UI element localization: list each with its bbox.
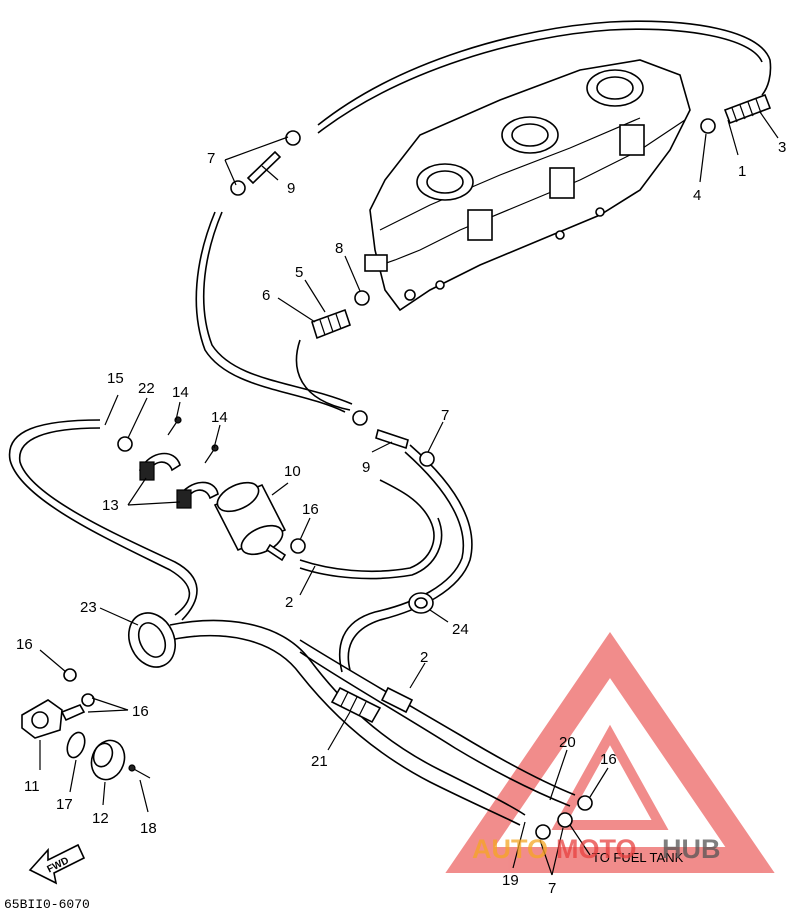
- callout-11: 11: [24, 778, 40, 795]
- callout-22: 22: [138, 380, 155, 397]
- screw-14: [167, 416, 219, 464]
- callout-10: 10: [284, 463, 301, 480]
- callout-16-left: 16: [16, 636, 33, 653]
- callout-16-filter: 16: [302, 501, 319, 518]
- callout-13: 13: [102, 497, 119, 514]
- fuel-hoses: [8, 20, 772, 826]
- watermark-moto: MOTO: [556, 834, 637, 864]
- callout-17: 17: [56, 796, 73, 813]
- callout-3: 3: [778, 139, 786, 156]
- fuel-cock-11: [21, 699, 86, 739]
- callout-20: 20: [559, 734, 576, 751]
- corrugated-hose-6: [311, 308, 351, 340]
- callout-24: 24: [452, 621, 469, 638]
- callout-labels: 1 2 2 3 4 5 6 7 7 7 8 9 9 10 11 12 13 14…: [16, 139, 786, 897]
- drawing-code: 65BII0-6070: [4, 897, 90, 912]
- bracket-13: [138, 452, 219, 509]
- callout-23: 23: [80, 599, 97, 616]
- callout-14-left: 14: [172, 384, 189, 401]
- fwd-arrow-icon: [28, 843, 86, 885]
- callout-14-right: 14: [211, 409, 228, 426]
- callout-12: 12: [92, 810, 109, 827]
- screw-18: [128, 764, 151, 779]
- corrugated-hose-3: [723, 93, 772, 125]
- callout-5: 5: [295, 264, 303, 281]
- hose-clamps: [63, 118, 716, 840]
- watermark-hub: HUB: [662, 834, 721, 864]
- carburetor-assembly: [364, 59, 691, 312]
- cap-12: [90, 739, 126, 781]
- callout-6: 6: [262, 287, 270, 304]
- callout-2-upper: 2: [285, 594, 293, 611]
- callout-7-middle: 7: [441, 407, 449, 424]
- corrugated-hose-21: [330, 686, 414, 724]
- callout-9-lower: 9: [362, 459, 370, 476]
- callout-4: 4: [693, 187, 701, 204]
- callout-21: 21: [311, 753, 328, 770]
- callout-15: 15: [107, 370, 124, 387]
- watermark-logo-icon: [445, 631, 775, 873]
- callout-16-tank: 16: [600, 751, 617, 768]
- callout-19: 19: [502, 872, 519, 889]
- watermark-text: AUTO MOTO HUB: [472, 834, 721, 864]
- callout-2-lower: 2: [420, 649, 428, 666]
- gasket-17: [66, 731, 86, 759]
- callout-18: 18: [140, 820, 157, 837]
- fwd-label: FWD: [45, 855, 70, 875]
- to-fuel-tank-label: TO FUEL TANK: [592, 850, 684, 865]
- leader-lines: [39, 111, 779, 876]
- callout-7-upper: 7: [207, 150, 215, 167]
- callout-16-cock: 16: [132, 703, 149, 720]
- callout-8: 8: [335, 240, 343, 257]
- grommet-23: [128, 612, 176, 668]
- grommet-24: [408, 592, 434, 614]
- fuel-filter: [213, 481, 287, 562]
- callout-9-upper: 9: [287, 180, 295, 197]
- callout-7-lower: 7: [548, 880, 556, 897]
- watermark-auto: AUTO: [472, 834, 548, 864]
- callout-1: 1: [738, 163, 746, 180]
